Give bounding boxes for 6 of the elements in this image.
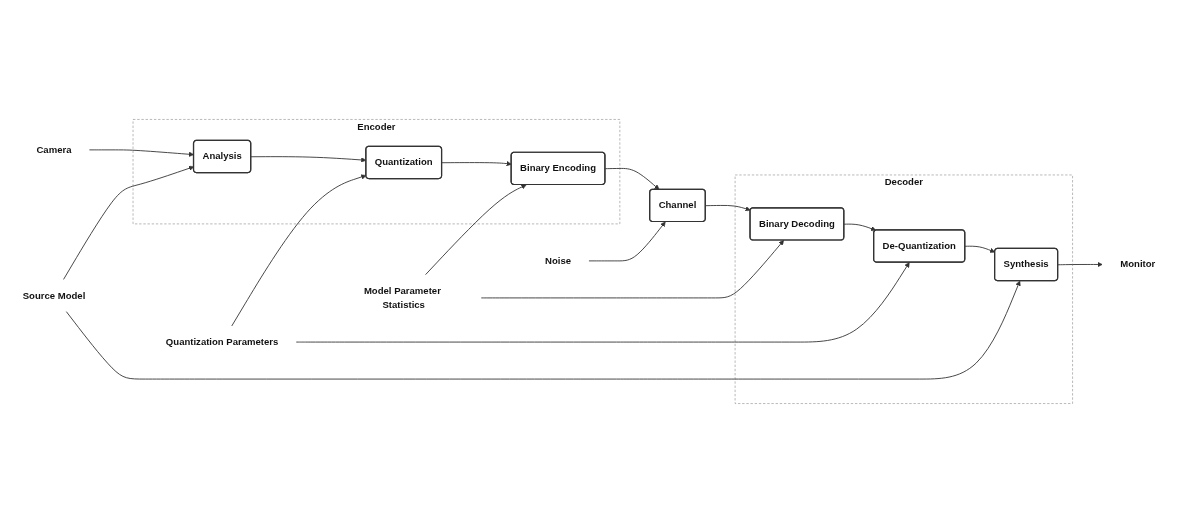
node-text: Model Parameter Statistics [363,285,441,310]
node-text: Monitor [1120,259,1156,270]
node-text: Camera [36,144,72,155]
node-text: Quantization Parameters [165,336,279,347]
node-text: Source Model [22,290,86,301]
node-text: Noise [545,255,572,266]
